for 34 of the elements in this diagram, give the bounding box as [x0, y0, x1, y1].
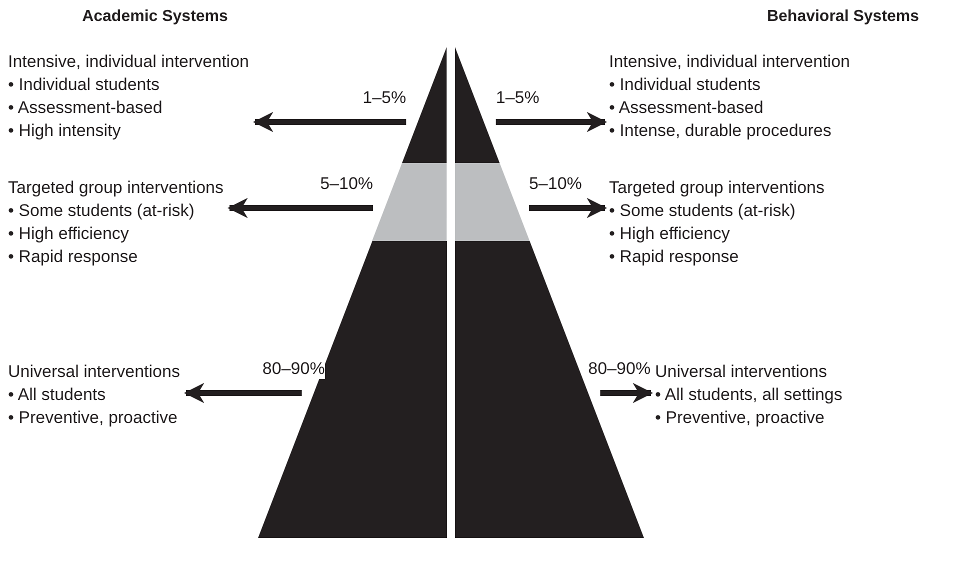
bullet-item: • High efficiency	[8, 223, 129, 245]
arrow	[528, 198, 608, 218]
arrow	[600, 382, 654, 404]
pyramid-tier-segment	[372, 163, 447, 241]
arrow	[184, 382, 302, 404]
tier-heading: Universal interventions	[8, 361, 180, 383]
bullet-item: • Rapid response	[8, 246, 138, 268]
arrow	[227, 198, 374, 218]
bullet-item: • Intense, durable procedures	[609, 120, 832, 142]
bullet-item: • Some students (at-risk)	[609, 200, 796, 222]
bullet-item: • All students	[8, 384, 106, 406]
percentage-label: 80–90%	[262, 359, 325, 379]
bullet-item: • Assessment-based	[8, 97, 162, 119]
pyramid-tier-segment	[455, 163, 530, 241]
bullet-item: • Assessment-based	[609, 97, 764, 119]
bullet-item: • Preventive, proactive	[655, 407, 824, 429]
bullet-item: • Some students (at-risk)	[8, 200, 194, 222]
tier-heading: Targeted group interventions	[609, 177, 824, 199]
column-heading: Academic Systems	[82, 8, 228, 26]
bullet-item: • High intensity	[8, 120, 121, 142]
bullet-item: • Individual students	[8, 74, 160, 96]
pyramid-tier-segment	[258, 241, 447, 538]
bullet-item: • Preventive, proactive	[8, 407, 178, 429]
tier-heading: Intensive, individual intervention	[8, 51, 249, 73]
bullet-item: • High efficiency	[609, 223, 730, 245]
column-heading: Behavioral Systems	[766, 8, 920, 26]
arrow	[496, 112, 608, 132]
tier-heading: Universal interventions	[655, 361, 827, 383]
tier-heading: Targeted group interventions	[8, 177, 224, 199]
tier-heading: Intensive, individual intervention	[609, 51, 850, 73]
arrow	[252, 112, 406, 132]
bullet-item: • Rapid response	[609, 246, 739, 268]
bullet-item: • All students, all settings	[655, 384, 842, 406]
bullet-item: • Individual students	[609, 74, 760, 96]
